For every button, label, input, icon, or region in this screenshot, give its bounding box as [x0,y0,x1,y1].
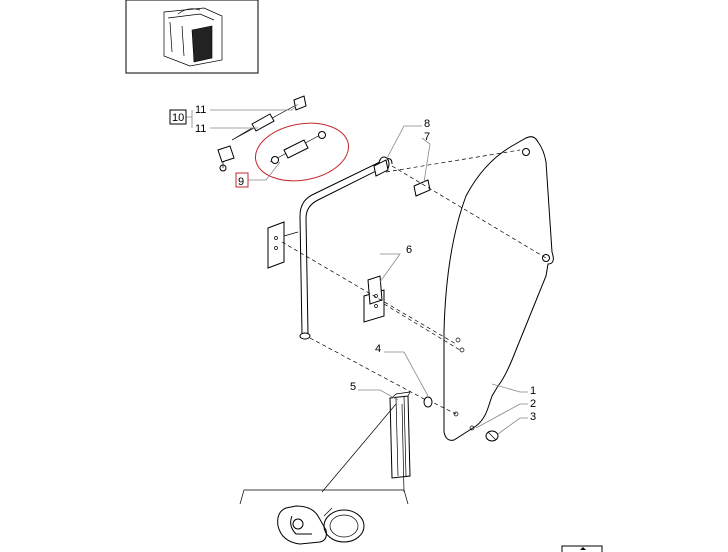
latch-plate [413,179,431,197]
callout-7[interactable]: 7 [424,131,430,143]
page-nav-box[interactable] [561,545,603,552]
callout-11-upper[interactable]: 11 [195,104,206,116]
callout-5[interactable]: 5 [350,381,356,393]
callout-1[interactable]: 1 [530,385,536,397]
seal-strip [321,391,411,493]
callout-9[interactable]: 9 [238,176,244,188]
seal-profile-detail [239,489,409,545]
cab-locator-thumbnail [125,0,259,74]
callout-2[interactable]: 2 [530,398,536,410]
callout-6[interactable]: 6 [406,244,412,256]
callout-10[interactable]: 10 [172,112,184,124]
callout-4[interactable]: 4 [375,343,381,355]
cap-nut [485,430,499,442]
leader-lines [186,103,528,435]
gas-strut-assembly [217,95,350,182]
callout-8[interactable]: 8 [424,118,430,130]
callout-box-10 [169,109,187,125]
door-glass-panel [443,136,554,441]
callout-11-lower[interactable]: 11 [195,123,206,135]
callout-box-9 [235,172,249,188]
highlight-ring [254,122,350,182]
assembly-dashed-lines [281,149,547,415]
callout-3[interactable]: 3 [530,411,536,423]
washer [423,396,433,408]
hinge-bracket [363,275,385,323]
door-grab-handle [267,156,393,340]
